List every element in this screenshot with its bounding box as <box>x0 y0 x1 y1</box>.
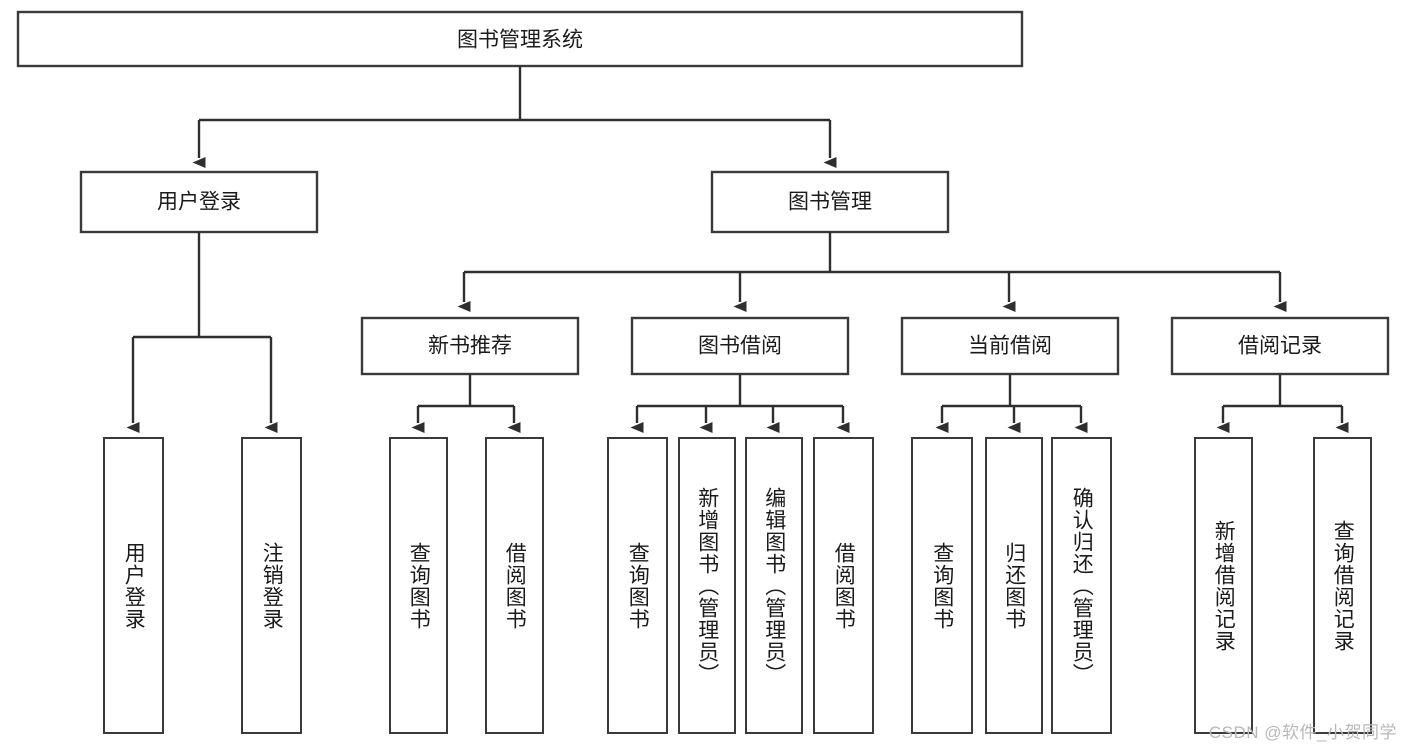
leaf-confirm-return-admin[interactable]: 确认归还（管理员） <box>1051 437 1112 734</box>
watermark: CSDN @软件_小贺同学 <box>1208 723 1397 742</box>
node-book-borrow[interactable]: 图书借阅 <box>630 316 850 376</box>
node-root-box[interactable] <box>16 10 1024 68</box>
leaf-add-book-admin[interactable]: 新增图书（管理员） <box>678 437 736 734</box>
node-book-borrow-box[interactable] <box>630 316 850 376</box>
node-root[interactable]: 图书管理系统 <box>16 10 1024 68</box>
leaf-confirm-return-admin-label: 确认归还（管理员） <box>1070 486 1094 685</box>
leaf-query-book-current[interactable]: 查询图书 <box>911 437 973 734</box>
node-current-borrow-label: 当前借阅 <box>968 335 1052 358</box>
edge-book-manage-to-level3 <box>457 232 1287 312</box>
leaf-query-book-borrow[interactable]: 查询图书 <box>607 437 668 734</box>
leaf-return-book-label: 归还图书 <box>1002 541 1026 630</box>
leaf-borrow-book-recommend[interactable]: 借阅图书 <box>485 437 544 734</box>
node-current-borrow-box[interactable] <box>900 316 1120 376</box>
leaf-add-book-admin-label: 新增图书（管理员） <box>695 486 719 685</box>
edge-new-book-recommend-to-leaves <box>411 374 521 433</box>
leaf-add-borrow-record[interactable]: 新增借阅记录 <box>1194 437 1253 734</box>
leaf-edit-book-admin[interactable]: 编辑图书（管理员） <box>745 437 803 734</box>
leaf-borrow-book-borrow-label: 借阅图书 <box>832 541 856 630</box>
node-borrow-record[interactable]: 借阅记录 <box>1170 316 1390 376</box>
leaf-query-book-recommend-label: 查询图书 <box>407 541 431 630</box>
edge-current-borrow-to-leaves <box>935 374 1088 433</box>
node-book-borrow-label: 图书借阅 <box>698 335 782 358</box>
leaf-return-book[interactable]: 归还图书 <box>985 437 1043 734</box>
leaf-query-borrow-record-label: 查询借阅记录 <box>1331 519 1355 652</box>
node-new-book-recommend-box[interactable] <box>360 316 580 376</box>
node-borrow-record-label: 借阅记录 <box>1238 335 1322 358</box>
leaf-logout[interactable]: 注销登录 <box>241 437 302 734</box>
node-current-borrow[interactable]: 当前借阅 <box>900 316 1120 376</box>
leaf-borrow-book-borrow[interactable]: 借阅图书 <box>813 437 874 734</box>
node-root-label: 图书管理系统 <box>457 29 583 52</box>
leaf-query-book-current-label: 查询图书 <box>930 541 954 630</box>
leaf-user-login-label: 用户登录 <box>122 541 146 630</box>
leaf-query-book-recommend[interactable]: 查询图书 <box>389 437 448 734</box>
node-new-book-recommend-label: 新书推荐 <box>428 335 512 358</box>
node-borrow-record-box[interactable] <box>1170 316 1390 376</box>
edge-user-login-to-leaves <box>126 232 278 433</box>
node-book-manage-label: 图书管理 <box>788 191 872 214</box>
leaf-query-book-borrow-label: 查询图书 <box>626 541 650 630</box>
leaf-user-login[interactable]: 用户登录 <box>103 437 164 734</box>
leaf-borrow-book-recommend-label: 借阅图书 <box>503 541 527 630</box>
leaf-add-borrow-record-label: 新增借阅记录 <box>1212 519 1236 652</box>
leaf-edit-book-admin-label: 编辑图书（管理员） <box>762 486 786 685</box>
node-new-book-recommend[interactable]: 新书推荐 <box>360 316 580 376</box>
node-book-manage[interactable]: 图书管理 <box>710 170 950 234</box>
leaf-query-borrow-record[interactable]: 查询借阅记录 <box>1313 437 1372 734</box>
edge-book-borrow-to-leaves <box>630 374 850 433</box>
edge-root-to-level2 <box>192 66 837 168</box>
leaf-logout-label: 注销登录 <box>260 541 284 630</box>
edge-borrow-record-to-leaves <box>1216 374 1349 433</box>
node-user-login-box[interactable] <box>79 170 319 234</box>
node-user-login-label: 用户登录 <box>157 191 241 214</box>
node-user-login[interactable]: 用户登录 <box>79 170 319 234</box>
